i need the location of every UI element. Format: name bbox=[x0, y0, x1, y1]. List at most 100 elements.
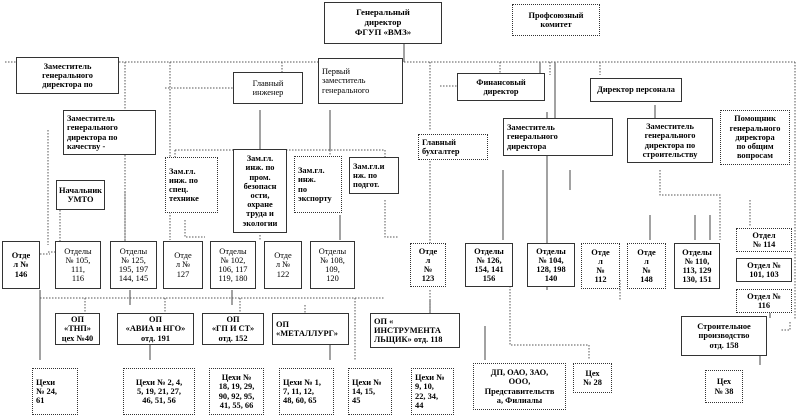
dep-ce-export-line: экспорту bbox=[298, 193, 332, 203]
dep-ce-export-line: инж. bbox=[298, 175, 316, 185]
workshop-line: № 24, bbox=[36, 386, 57, 396]
affiliates-line: ДП, ОАО, ЗАО, bbox=[490, 368, 549, 378]
workshop-18[interactable]: Цехи № 18, 19, 29, 90, 92, 95, 41, 55, 6… bbox=[209, 368, 264, 415]
deputy-gd-quality-box[interactable]: Заместитель генерального директора по ка… bbox=[63, 110, 156, 155]
workshop-9[interactable]: Цехи № 9, 10, 22, 34, 44 bbox=[411, 368, 454, 415]
trade-union-box[interactable]: Профсоюзный комитет bbox=[512, 4, 600, 36]
department-112[interactable]: Отде л № 112 bbox=[581, 243, 620, 289]
workshop-38[interactable]: Цех № 38 bbox=[705, 370, 743, 403]
department-126[interactable]: Отделы № 126, 154, 141 156 bbox=[465, 243, 513, 287]
subsidiary-instrument[interactable]: ОП « ИНСТРУМЕНТА ЛЬЩИК» отд. 118 bbox=[370, 313, 460, 348]
department-101[interactable]: Отдел № 101, 103 bbox=[736, 258, 792, 282]
assistant-gd-line: директора bbox=[735, 132, 775, 142]
assistant-gd-line: по общим bbox=[736, 142, 774, 152]
department-line: 123 bbox=[421, 274, 435, 284]
deputy-gd-construction-box[interactable]: Заместитель генерального директора по ст… bbox=[627, 118, 713, 163]
department-line: 112 bbox=[594, 275, 607, 285]
dep-ce-prep-box[interactable]: Зам.гл.и нж. по подгот. bbox=[349, 157, 399, 194]
department-line: л № bbox=[13, 260, 29, 270]
department-line: № bbox=[642, 266, 651, 275]
chief-accountant-line: бухгалтер bbox=[422, 147, 460, 156]
department-104[interactable]: Отделы № 104, 128, 198 140 bbox=[527, 243, 575, 287]
affiliates-line: ООО, bbox=[508, 377, 531, 387]
chief-accountant-box[interactable]: Главный бухгалтер bbox=[418, 134, 488, 160]
department-123[interactable]: Отде л № 123 bbox=[410, 243, 446, 287]
department-116[interactable]: Отдел № 116 bbox=[736, 289, 792, 313]
subsidiary-line: производство bbox=[698, 331, 750, 341]
department-108[interactable]: Отделы № 108, 109, 120 bbox=[310, 241, 355, 289]
department-line: Отделы bbox=[64, 246, 92, 256]
subsidiary-line: ИНСТРУМЕНТА bbox=[374, 325, 441, 335]
general-director-box[interactable]: Генеральный директор ФГУП «ВМЗ» bbox=[324, 2, 442, 44]
workshop-24[interactable]: Цехи № 24, 61 bbox=[32, 368, 78, 415]
department-127[interactable]: Отде л № 127 bbox=[163, 241, 203, 289]
dep-ce-prep-line: Зам.гл.и bbox=[353, 161, 385, 171]
dep-ce-safety-line: охране bbox=[247, 200, 273, 210]
deputy-gd-box[interactable]: Заместитель генерального директора по bbox=[16, 57, 119, 94]
department-line: 154, 141 bbox=[474, 265, 504, 274]
department-114[interactable]: Отдел № 114 bbox=[736, 228, 792, 252]
department-line: 101, 103 bbox=[749, 270, 779, 279]
department-line: л bbox=[644, 256, 649, 266]
department-148[interactable]: Отде л № 148 bbox=[627, 243, 666, 289]
workshop-line: Цехи bbox=[36, 377, 56, 387]
assistant-gd-line: вопросам bbox=[736, 151, 774, 161]
financial-director-box[interactable]: Финансовый директор bbox=[457, 73, 545, 101]
dep-ce-prep-line: подгот. bbox=[353, 180, 380, 190]
department-110[interactable]: Отделы № 110, 113, 129 130, 151 bbox=[674, 243, 720, 289]
deputy-gd-quality-line: Заместитель bbox=[67, 114, 115, 124]
workshop-28[interactable]: Цех № 28 bbox=[573, 363, 612, 393]
deputy-gd-construction-line: строительству bbox=[642, 149, 698, 159]
dep-ce-safety-line: Зам.гл. bbox=[246, 154, 274, 164]
subsidiary-avia[interactable]: ОП «АВИА и НГО» отд. 191 bbox=[117, 313, 194, 345]
workshop-line: № 28 bbox=[583, 378, 602, 387]
department-line: 146 bbox=[14, 269, 28, 279]
personnel-director-box[interactable]: Директор персонала bbox=[590, 78, 682, 102]
dep-ce-safety-box[interactable]: Зам.гл. инж. по пром. безопасн ости, охр… bbox=[233, 149, 287, 233]
subsidiary-construction[interactable]: Строительное производство отд. 158 bbox=[681, 316, 767, 356]
dep-ce-special-box[interactable]: Зам.гл. инж. по спец. технике bbox=[165, 157, 218, 213]
department-line: Отде bbox=[418, 246, 438, 256]
department-line: 144, 145 bbox=[118, 274, 149, 284]
first-deputy-box[interactable]: Первый заместитель генерального bbox=[318, 58, 403, 104]
workshop-14[interactable]: Цехи № 14, 15, 45 bbox=[348, 368, 392, 415]
subsidiary-tnp[interactable]: ОП «ТНП» цех №40 bbox=[55, 313, 100, 345]
deputy-gd-economics-line: директора bbox=[507, 141, 547, 151]
dep-ce-export-box[interactable]: Зам.гл. инж. по экспорту bbox=[294, 156, 342, 213]
department-line: л № bbox=[275, 260, 291, 270]
department-line: № 126, bbox=[476, 255, 502, 265]
subsidiary-line: «МЕТАЛЛУРГ» bbox=[276, 329, 338, 338]
dep-ce-safety-line: безопасн bbox=[243, 181, 277, 191]
department-line: № bbox=[596, 266, 605, 275]
workshop-line: 44 bbox=[415, 400, 424, 410]
department-line: 148 bbox=[640, 275, 653, 285]
first-deputy-line: заместитель bbox=[322, 76, 366, 86]
department-102[interactable]: Отделы № 102, 106, 117 119, 180 bbox=[210, 241, 256, 289]
department-line: Отдел № bbox=[747, 260, 781, 270]
deputy-gd-economics-box[interactable]: Заместитель генерального директора bbox=[503, 118, 613, 156]
department-125[interactable]: Отделы № 125, 195, 197 144, 145 bbox=[110, 241, 157, 289]
workshop-line: 7, 11, 12, bbox=[283, 386, 314, 396]
head-umto-line: Начальник bbox=[59, 185, 102, 195]
general-director-line: Генеральный bbox=[356, 7, 410, 18]
assistant-gd-box[interactable]: Помощник генерального директора по общим… bbox=[720, 110, 790, 165]
department-122[interactable]: Отде л № 122 bbox=[264, 241, 302, 289]
dotted-connector bbox=[40, 130, 126, 255]
chief-engineer-box[interactable]: Главный инженер bbox=[233, 72, 303, 104]
head-umto-box[interactable]: Начальник УМТО bbox=[56, 180, 105, 210]
workshop-2[interactable]: Цехи № 2, 4, 5, 19, 21, 27, 46, 51, 56 bbox=[123, 368, 195, 415]
subsidiary-metallurg[interactable]: ОП «МЕТАЛЛУРГ» bbox=[272, 313, 349, 345]
affiliates-box[interactable]: ДП, ОАО, ЗАО, ООО, Представительств а, Ф… bbox=[473, 363, 566, 410]
subsidiary-gpist[interactable]: ОП «ГП И СТ» отд. 152 bbox=[202, 313, 264, 345]
workshop-1[interactable]: Цехи № 1, 7, 11, 12, 48, 60, 65 bbox=[279, 368, 334, 415]
head-umto-line: УМТО bbox=[67, 195, 94, 204]
department-105[interactable]: Отделы № 105, 111, 116 bbox=[55, 241, 101, 289]
dep-ce-special-line: спец. bbox=[169, 185, 189, 194]
dotted-connector bbox=[184, 200, 398, 240]
deputy-gd-construction-line: Заместитель bbox=[646, 122, 694, 132]
department-146[interactable]: Отде л № 146 bbox=[2, 241, 40, 289]
subsidiary-line: ОП bbox=[70, 315, 85, 325]
subsidiary-line: цех №40 bbox=[61, 333, 94, 343]
department-line: Отделы bbox=[682, 247, 712, 257]
department-line: 156 bbox=[482, 274, 496, 284]
